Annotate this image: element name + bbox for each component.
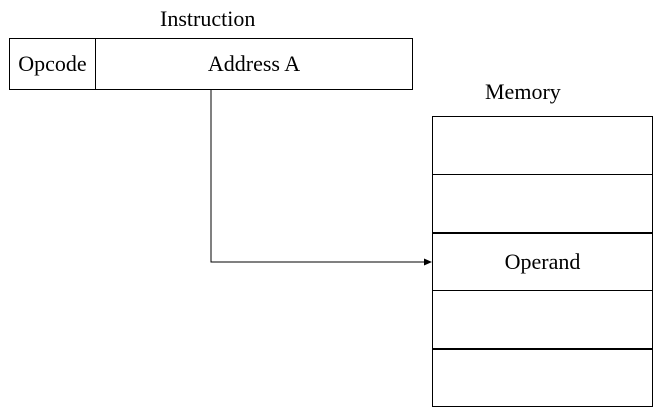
memory-cell — [432, 348, 653, 407]
address-field: Address A — [95, 38, 413, 90]
pointer-line — [210, 90, 426, 263]
arrowhead-icon — [424, 258, 432, 266]
instruction-title: Instruction — [160, 6, 256, 31]
memory-title: Memory — [485, 79, 561, 104]
